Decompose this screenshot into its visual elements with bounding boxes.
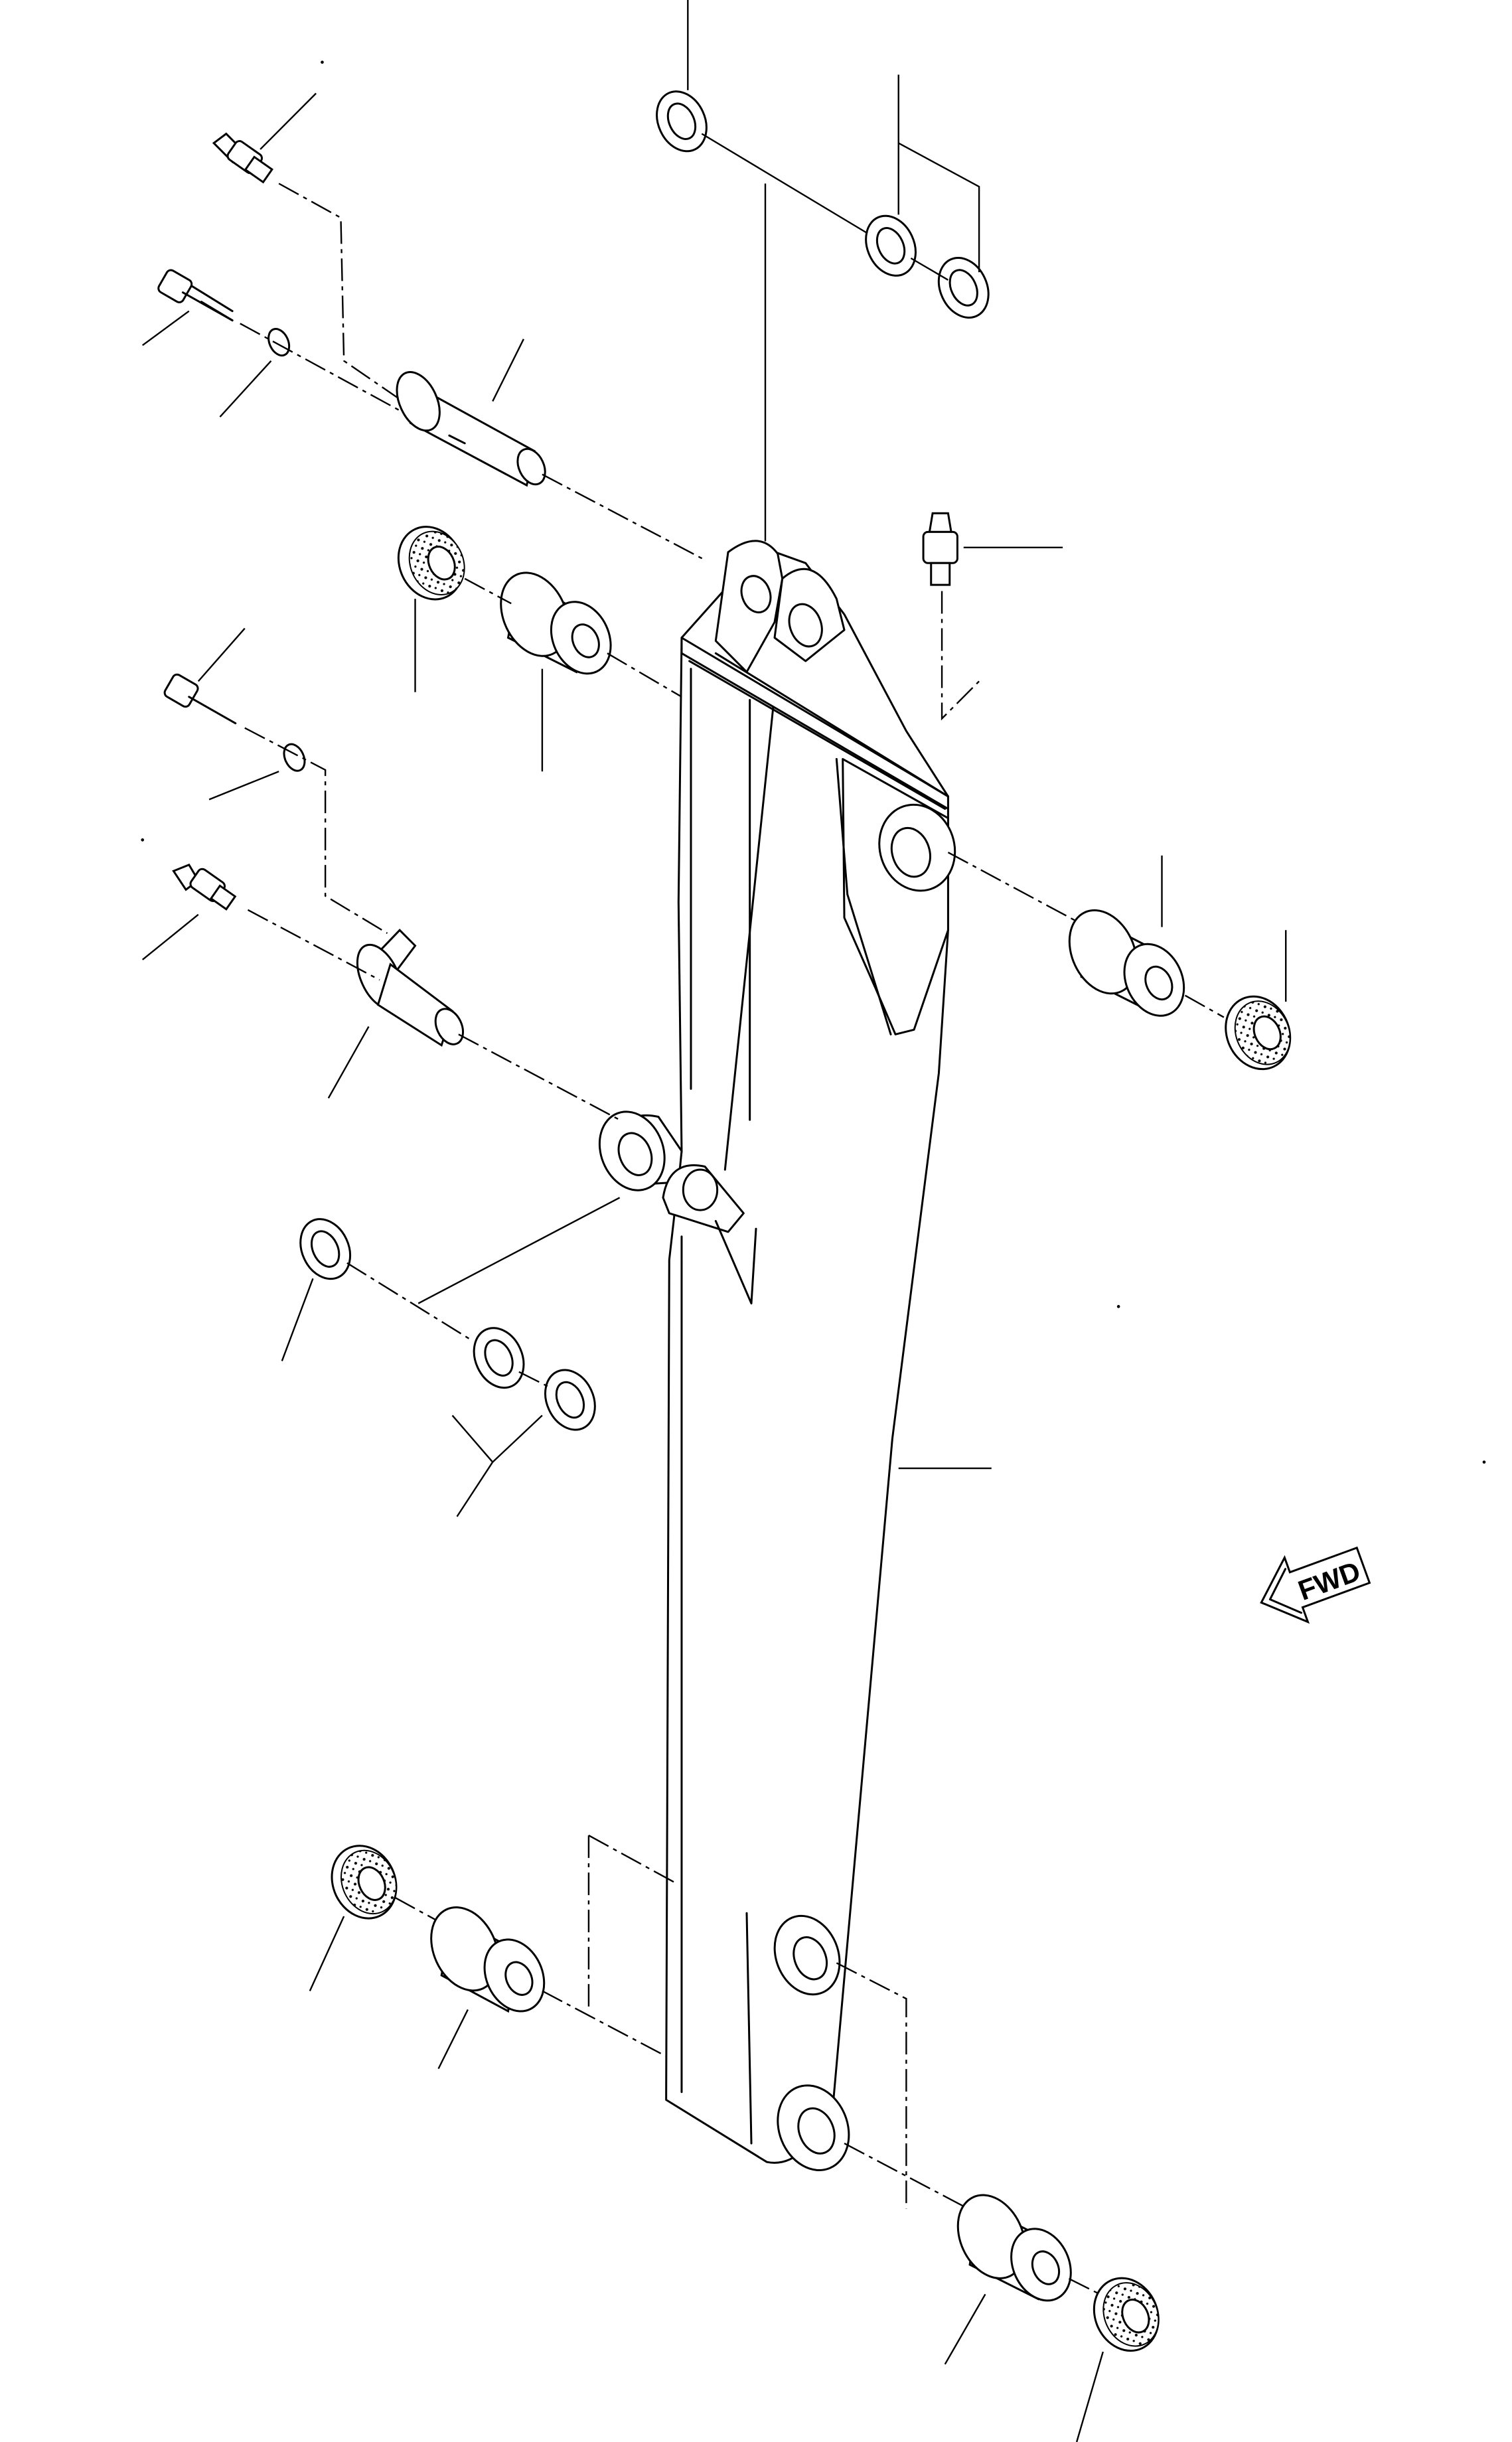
top-pin-assembly: [143, 94, 705, 560]
bushing-bottom-left: [418, 1896, 555, 2021]
bushing-right: [1057, 899, 1195, 1026]
bolt-mid-icon: [163, 673, 236, 724]
dust-seal-top: [387, 516, 475, 611]
top-shim-washers: [648, 0, 998, 541]
right-bushing-seal: [948, 852, 1302, 1080]
fwd-direction-arrow: FWD: [1250, 1533, 1375, 1635]
arm-body: [588, 541, 966, 2181]
middle-pin-assembly: [143, 629, 620, 1120]
dust-seal-bottom-left: [321, 1835, 408, 1930]
pin-mid: [348, 930, 469, 1049]
bushing-top: [488, 562, 622, 683]
grease-fitting-right: [923, 513, 1063, 718]
dust-seal-right: [1214, 986, 1302, 1080]
lock-washer-top: [265, 325, 293, 358]
bottom-left-bushing-seal: [310, 1835, 674, 2069]
bushing-bottom-right: [945, 2184, 1082, 2310]
bottom-right-bushing-seal: [836, 1963, 1170, 2442]
bolt-icon: [157, 268, 232, 320]
left-shim-washers: [282, 1197, 620, 1516]
pin-top: [388, 365, 550, 489]
top-bushing-seal: [387, 516, 682, 772]
dust-seal-bottom-right: [1083, 2267, 1170, 2362]
grease-fitting-mid-icon: [173, 865, 235, 909]
lock-washer-mid: [280, 741, 309, 774]
grease-fitting-icon: [214, 134, 272, 183]
